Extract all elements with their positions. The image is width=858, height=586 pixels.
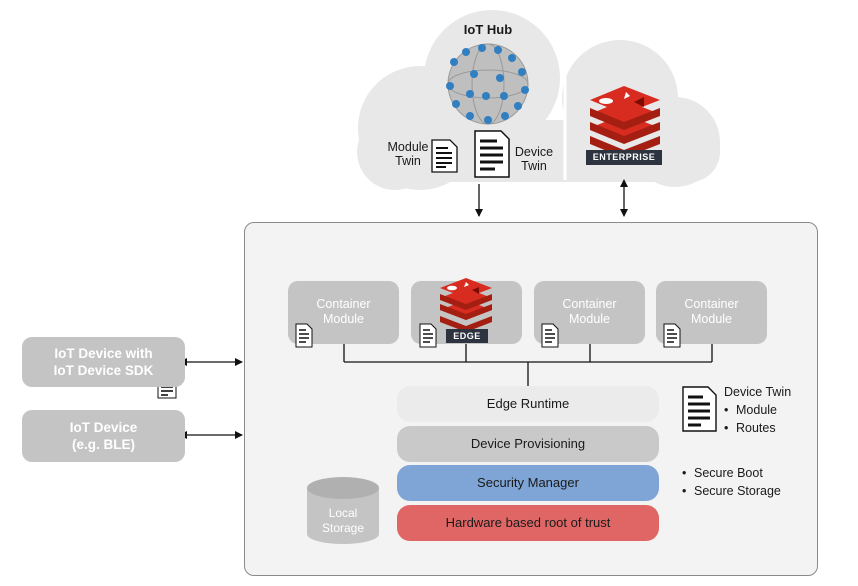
iot-device-with-sdk[interactable]: IoT Device with IoT Device SDK xyxy=(22,337,185,387)
hardware-root-of-trust-layer[interactable]: Hardware based root of trust xyxy=(397,505,659,541)
module-connector-lines xyxy=(343,344,713,386)
module-3-doc-icon xyxy=(663,323,681,348)
edge-runtime-layer[interactable]: Edge Runtime xyxy=(397,386,659,422)
iot-hub-title: IoT Hub xyxy=(463,22,513,37)
enterprise-badge: ENTERPRISE xyxy=(586,150,662,165)
module-twin-label: Module Twin xyxy=(387,140,429,168)
device-twin-info-item: •Module xyxy=(724,403,777,417)
device-twin-label: Device Twin xyxy=(514,145,554,173)
redis-enterprise-logo xyxy=(590,86,660,158)
iot-hub-globe-icon xyxy=(446,43,529,125)
device-twin-info-title: Device Twin xyxy=(724,385,792,399)
redis-edge-logo xyxy=(440,278,492,332)
module-1-doc-icon xyxy=(295,323,313,348)
device-twin-doc-icon xyxy=(474,130,510,178)
device-provisioning-layer[interactable]: Device Provisioning xyxy=(397,426,659,462)
device-twin-side-doc-icon xyxy=(682,386,717,432)
security-manager-layer[interactable]: Security Manager xyxy=(397,465,659,501)
module-twin-doc-icon xyxy=(431,139,458,173)
iot-device-ble[interactable]: IoT Device (e.g. BLE) xyxy=(22,410,185,462)
security-features-list: •Secure Boot •Secure Storage xyxy=(682,464,781,500)
device-twin-info-item: •Routes xyxy=(724,421,776,435)
local-storage-cylinder-icon xyxy=(307,477,379,544)
module-2-doc-icon xyxy=(541,323,559,348)
local-storage-label: Local Storage xyxy=(321,506,365,535)
security-feature-item: •Secure Boot xyxy=(682,466,763,480)
device-twin-info: Device Twin •Module •Routes xyxy=(724,383,791,437)
security-feature-item: •Secure Storage xyxy=(682,484,781,498)
edge-module-doc-icon xyxy=(419,323,437,348)
edge-badge: EDGE xyxy=(446,329,488,343)
